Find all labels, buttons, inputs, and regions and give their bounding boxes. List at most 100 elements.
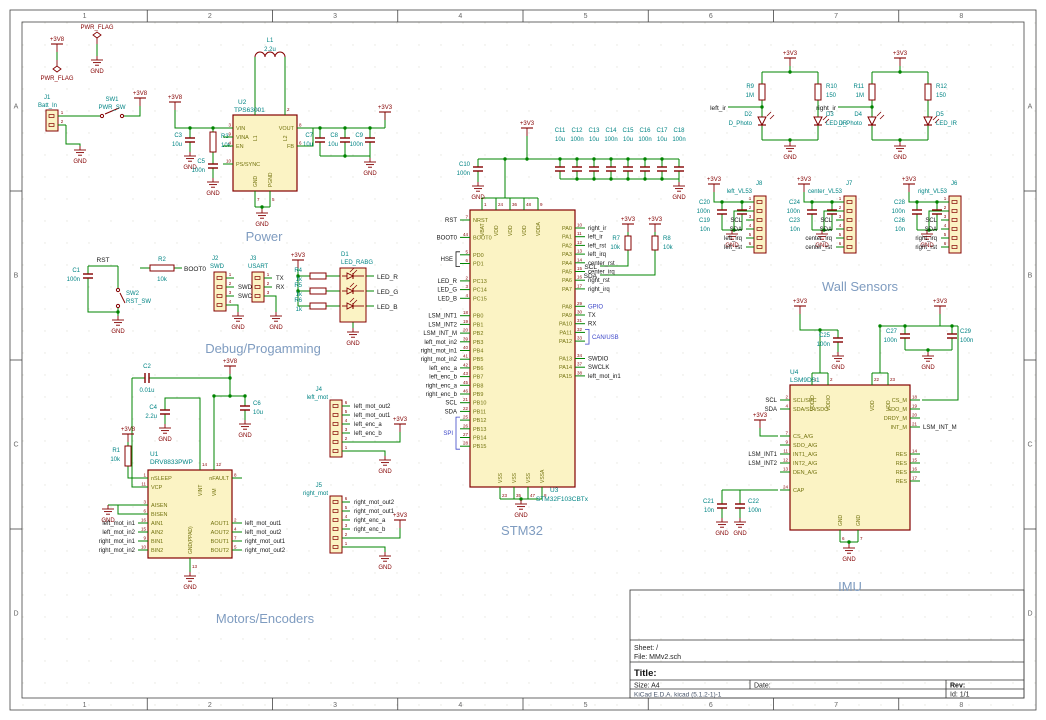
section-title-motors[interactable]: Motors/Encoders (216, 611, 315, 626)
power-flag-3v3[interactable]: +3V3 (783, 51, 798, 66)
gnd-symbol[interactable]: GND (255, 209, 269, 228)
component-U1[interactable]: 1nSLEEP11VCP3AISEN6BISEN16AIN1left_mot_i… (99, 451, 286, 570)
gnd-symbol[interactable]: GND (893, 142, 907, 161)
wire[interactable] (908, 192, 941, 203)
gnd-symbol[interactable]: GND (733, 518, 747, 537)
wire[interactable] (600, 254, 629, 267)
power-flag-3v8[interactable]: +3V8 (168, 95, 183, 110)
net-label-swdio[interactable]: SWDIO (238, 285, 259, 291)
gnd-symbol[interactable]: GND (269, 312, 283, 331)
component-C2[interactable]: C20.01u (137, 364, 157, 394)
wire[interactable] (733, 210, 746, 230)
gnd-symbol[interactable]: GND (111, 316, 125, 335)
section-title-power[interactable]: Power (246, 229, 284, 244)
net-label-sda[interactable]: SDA (445, 409, 457, 415)
net-label-left-rst[interactable]: left_rst (588, 243, 606, 249)
net-label-boot0[interactable]: BOOT0 (437, 235, 458, 241)
wire[interactable] (65, 125, 81, 146)
gnd-symbol[interactable]: GND (378, 456, 392, 475)
net-label-scl[interactable]: SCL (925, 218, 937, 224)
net-label-center-irq[interactable]: center_irq (588, 270, 615, 276)
net-label-led-b[interactable]: LED_B (438, 296, 457, 302)
net-label-scl[interactable]: SCL (445, 401, 457, 407)
power-flag-3v3[interactable]: +3V3 (797, 177, 812, 192)
wire[interactable] (350, 432, 401, 443)
net-label-right-rst[interactable]: right_rst (588, 278, 610, 284)
wire[interactable] (350, 546, 386, 552)
section-title-debug[interactable]: Debug/Progamming (205, 341, 321, 356)
net-label-rst[interactable]: RST (97, 257, 110, 264)
component-D4[interactable]: D4D_Photo (839, 111, 885, 130)
wire[interactable] (307, 128, 314, 147)
wire[interactable] (928, 210, 941, 230)
net-label-left-mot-out1[interactable]: left_mot_out1 (245, 521, 282, 527)
net-label-led-b[interactable]: LED_B (377, 304, 398, 311)
net-label-sda[interactable]: SDA (584, 273, 598, 280)
net-label-led-r[interactable]: LED_R (438, 279, 458, 285)
wire[interactable] (600, 254, 656, 276)
wire[interactable] (117, 505, 138, 515)
net-label-sda[interactable]: SDA (765, 407, 777, 413)
net-label-rst[interactable]: RST (445, 218, 457, 224)
gnd-symbol[interactable]: GND (715, 518, 729, 537)
gnd-symbol[interactable]: GND (831, 352, 845, 371)
net-label-left-enc-b[interactable]: left_enc_b (354, 431, 382, 437)
gnd-symbol[interactable]: GND (378, 552, 392, 571)
power-flag-3v3[interactable]: +3V3 (793, 299, 808, 314)
wire[interactable] (799, 314, 820, 331)
gnd-symbol[interactable]: GND (238, 420, 252, 439)
power-flag-3v3[interactable]: +3V3 (753, 413, 768, 428)
section-title-stm32[interactable]: STM32 (501, 523, 543, 538)
gnd-symbol[interactable]: GND (921, 352, 935, 371)
net-label-right-mot-in2[interactable]: right_mot_in2 (421, 357, 458, 363)
gnd-symbol[interactable]: GND (183, 152, 197, 171)
power-flag-3v3[interactable]: +3V3 (378, 105, 393, 120)
wire[interactable] (124, 106, 141, 117)
power-flag-3v8[interactable]: +3V8 (121, 427, 136, 442)
net-label-lsm-int-m[interactable]: LSM_INT_M (923, 425, 957, 431)
wire[interactable] (803, 192, 836, 203)
net-label-scl[interactable]: SCL (820, 218, 832, 224)
wire[interactable] (272, 295, 277, 312)
power-flag-3v3[interactable]: +3V3 (902, 177, 917, 192)
component-L1[interactable]: L12.2u (254, 38, 286, 58)
gnd-symbol[interactable]: GND (346, 328, 360, 347)
power-flag-3v8[interactable]: +3V8 (50, 37, 65, 52)
net-label-center-irq[interactable]: center_irq (805, 236, 832, 242)
net-label-left-enc-a[interactable]: left_enc_a (429, 366, 457, 372)
wires[interactable] (56, 44, 959, 572)
net-label-lsm-int1[interactable]: LSM_INT1 (428, 314, 457, 320)
net-label-scl[interactable]: SCL (765, 398, 777, 404)
net-label-left-ir[interactable]: left_ir (710, 105, 727, 112)
net-label-swdio[interactable]: SWDIO (588, 357, 609, 363)
component-J4[interactable]: 6left_mot_out25left_mot_out14left_enc_a3… (307, 387, 391, 458)
net-label-left-mot-in1[interactable]: left_mot_in1 (102, 521, 135, 527)
wire[interactable] (87, 286, 118, 313)
net-label-boot0[interactable]: BOOT0 (184, 266, 206, 273)
section-title-imu[interactable]: IMU (838, 579, 862, 594)
